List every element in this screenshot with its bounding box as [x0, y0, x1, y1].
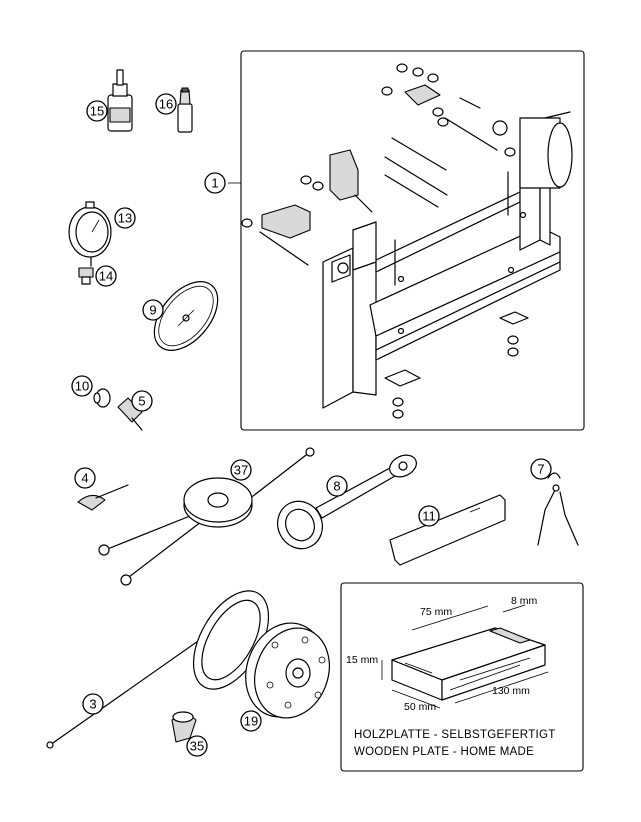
callout-10: 10	[71, 375, 93, 397]
svg-text:10: 10	[75, 379, 89, 394]
dimension-label-depth: 50 mm	[404, 701, 436, 713]
wooden-plate-frame	[340, 582, 584, 772]
svg-text:3: 3	[89, 697, 96, 712]
svg-text:15: 15	[90, 104, 104, 119]
callout-37: 37	[230, 459, 252, 481]
callout-35: 35	[186, 735, 208, 757]
wooden-plate-note-english: WOODEN PLATE - HOME MADE	[354, 746, 534, 758]
callout-5: 5	[131, 390, 153, 412]
svg-text:4: 4	[81, 471, 88, 486]
engine-stand-frame	[240, 50, 585, 431]
feeler-tool	[77, 484, 129, 511]
svg-text:35: 35	[190, 739, 204, 754]
callout-11: 11	[418, 505, 440, 527]
circlip-pliers	[537, 472, 579, 546]
feeler-plate	[389, 494, 506, 566]
callout-8: 8	[326, 475, 348, 497]
callout-14: 14	[95, 265, 117, 287]
svg-text:7: 7	[537, 462, 544, 477]
thread-locker-bottle	[107, 69, 133, 132]
bushing-and-puller	[93, 388, 143, 431]
engine-stand	[241, 63, 573, 419]
degree-wheel	[153, 281, 219, 351]
wooden-plate-note-german: HOLZPLATTE - SELBSTGEFERTIGT	[354, 729, 556, 741]
callout-7: 7	[530, 458, 552, 480]
clutch-holder-tool	[98, 447, 315, 586]
dimension-label-width: 75 mm	[420, 606, 452, 618]
svg-text:19: 19	[244, 714, 258, 729]
svg-text:5: 5	[138, 394, 145, 409]
callout-19: 19	[240, 710, 262, 732]
callout-9: 9	[142, 299, 164, 321]
gauge-adapter	[78, 267, 94, 285]
callout-4: 4	[74, 467, 96, 489]
flywheel-puller	[245, 622, 330, 719]
callout-15: 15	[86, 100, 108, 122]
svg-text:13: 13	[118, 211, 132, 226]
dimension-label-length: 130 mm	[492, 685, 530, 697]
sealant-tube	[177, 87, 193, 133]
svg-text:16: 16	[159, 97, 173, 112]
svg-text:9: 9	[149, 303, 156, 318]
svg-text:14: 14	[99, 269, 113, 284]
callout-13: 13	[114, 207, 136, 229]
svg-text:37: 37	[234, 463, 248, 478]
callout-16: 16	[155, 93, 177, 115]
svg-text:11: 11	[422, 509, 436, 524]
dimension-label-height: 15 mm	[346, 654, 378, 666]
dial-gauge	[68, 201, 112, 267]
spanner-wrench	[277, 454, 417, 550]
wooden-plate-drawing	[381, 604, 549, 709]
svg-text:1: 1	[211, 176, 218, 191]
dimension-label-slot: 8 mm	[511, 595, 538, 607]
callout-3: 3	[82, 693, 104, 715]
socket-adapter	[171, 711, 197, 743]
callout-1: 1	[204, 172, 226, 194]
svg-text:8: 8	[333, 479, 340, 494]
